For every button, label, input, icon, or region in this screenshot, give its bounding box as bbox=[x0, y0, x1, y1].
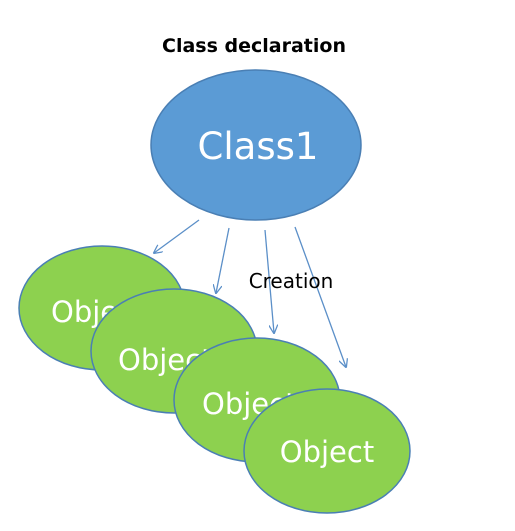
object-label: Object bbox=[280, 435, 374, 469]
creation-arrow bbox=[154, 219, 200, 253]
class-ellipse bbox=[150, 69, 362, 221]
creation-arrow bbox=[216, 227, 230, 293]
class-label: Class1 bbox=[198, 125, 319, 168]
creation-label: Creation bbox=[249, 269, 334, 293]
object-ellipse bbox=[243, 388, 411, 514]
creation-arrow bbox=[294, 226, 346, 367]
object-node: Object bbox=[243, 388, 411, 514]
diagram-title: Class declaration bbox=[162, 35, 346, 57]
class-node: Class1 bbox=[150, 69, 362, 221]
creation-arrow bbox=[264, 229, 274, 333]
creation-arrows bbox=[154, 219, 346, 367]
